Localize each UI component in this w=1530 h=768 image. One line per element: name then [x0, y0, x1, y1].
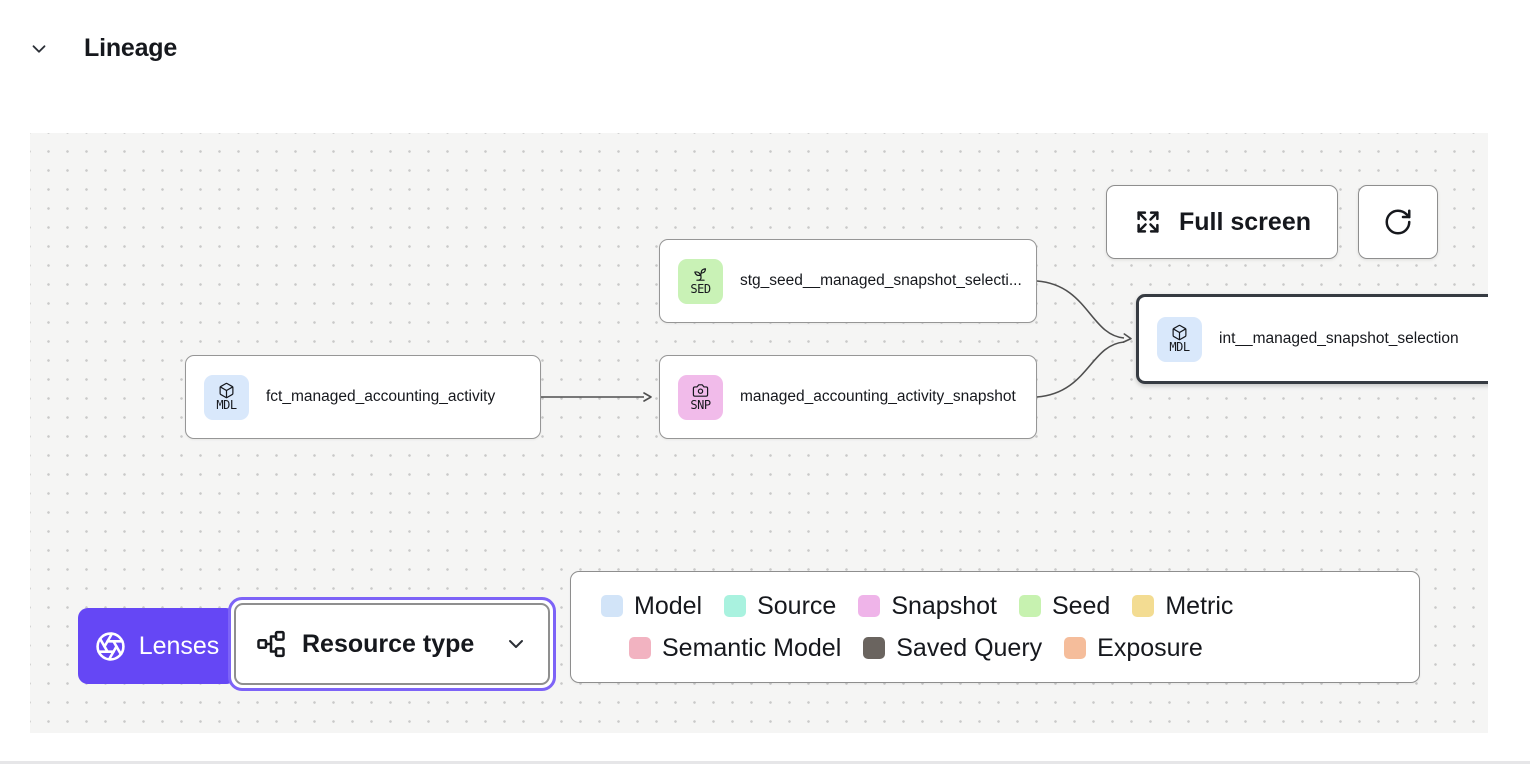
- legend-swatch: [601, 595, 623, 617]
- node-managed-accounting-activity-snapshot[interactable]: SNP managed_accounting_activity_snapshot: [659, 355, 1037, 439]
- node-label: managed_accounting_activity_snapshot: [740, 388, 1016, 405]
- section-header: Lineage: [28, 34, 177, 63]
- node-label: int__managed_snapshot_selection: [1219, 330, 1459, 347]
- legend-label: Semantic Model: [662, 633, 842, 662]
- legend-label: Saved Query: [896, 633, 1043, 662]
- snapshot-camera-icon: [692, 383, 709, 397]
- legend-swatch: [1064, 637, 1087, 659]
- chevron-down-icon: [509, 640, 523, 648]
- legend-item-semantic-model: Semantic Model: [629, 634, 841, 663]
- aperture-icon: [95, 631, 125, 661]
- lenses-label: Lenses: [138, 631, 220, 660]
- legend-item-snapshot: Snapshot: [858, 592, 997, 621]
- node-type-code: MDL: [1169, 339, 1190, 354]
- legend-item-exposure: Exposure: [1064, 634, 1203, 663]
- legend-swatch: [1018, 595, 1041, 617]
- node-type-code: SED: [690, 281, 711, 296]
- node-label: stg_seed__managed_snapshot_selecti...: [740, 272, 1022, 289]
- legend-row-2: Semantic Model Saved Query Exposure: [629, 634, 1419, 663]
- node-type-code: MDL: [216, 397, 237, 412]
- model-cube-icon: [1172, 324, 1187, 340]
- seed-icon: [694, 267, 707, 281]
- node-label: fct_managed_accounting_activity: [266, 388, 496, 405]
- resource-type-focus-ring: Resource type: [228, 597, 556, 691]
- legend-label: Seed: [1051, 591, 1111, 620]
- resource-type-dropdown[interactable]: Resource type: [234, 603, 550, 685]
- resource-tree-icon: [257, 630, 285, 658]
- lineage-canvas[interactable]: Full screen SED stg_seed__managed_snapsh…: [30, 133, 1488, 733]
- legend-label: Source: [757, 591, 837, 620]
- chevron-down-icon[interactable]: [28, 38, 50, 60]
- legend-label: Exposure: [1097, 633, 1203, 662]
- legend-item-saved-query: Saved Query: [863, 634, 1042, 663]
- expand-icon: [1137, 211, 1159, 233]
- model-cube-icon: [219, 382, 234, 398]
- node-int-managed-snapshot-selection[interactable]: MDL int__managed_snapshot_selection: [1136, 294, 1488, 384]
- bottom-divider: [0, 761, 1530, 764]
- resource-type-label: Resource type: [302, 629, 475, 658]
- legend-item-source: Source: [724, 592, 836, 621]
- legend-label: Metric: [1165, 591, 1234, 620]
- legend-item-metric: Metric: [1132, 592, 1233, 621]
- legend-label: Snapshot: [891, 591, 997, 620]
- node-type-badge: MDL: [1157, 316, 1202, 362]
- legend-item-model: Model: [601, 592, 702, 621]
- node-fct-managed-accounting-activity[interactable]: MDL fct_managed_accounting_activity: [185, 355, 541, 439]
- full-screen-button[interactable]: Full screen: [1106, 185, 1338, 259]
- legend-swatch: [858, 595, 881, 617]
- node-type-code: SNP: [690, 397, 711, 412]
- node-stg-seed[interactable]: SED stg_seed__managed_snapshot_selecti..…: [659, 239, 1037, 323]
- node-type-badge: SNP: [678, 374, 723, 420]
- legend-swatch: [863, 637, 886, 659]
- legend-swatch: [1132, 595, 1155, 617]
- page-title: Lineage: [84, 34, 178, 62]
- legend-label: Model: [634, 591, 703, 620]
- edge-sed-to-int: [1036, 280, 1132, 343]
- legend-swatch: [629, 637, 651, 659]
- lenses-button[interactable]: Lenses: [78, 608, 236, 684]
- edge-snp-to-int: [1036, 341, 1125, 398]
- full-screen-label: Full screen: [1179, 207, 1311, 236]
- legend-item-seed: Seed: [1018, 591, 1111, 621]
- legend-row-1: Model Source Snapshot Seed Metric: [601, 592, 1419, 621]
- refresh-icon: [1385, 209, 1411, 235]
- refresh-button[interactable]: [1358, 185, 1438, 259]
- node-type-badge: SED: [678, 258, 723, 304]
- node-type-badge: MDL: [204, 374, 249, 420]
- legend-panel: Model Source Snapshot Seed Metric: [570, 571, 1420, 683]
- legend-swatch: [724, 595, 747, 617]
